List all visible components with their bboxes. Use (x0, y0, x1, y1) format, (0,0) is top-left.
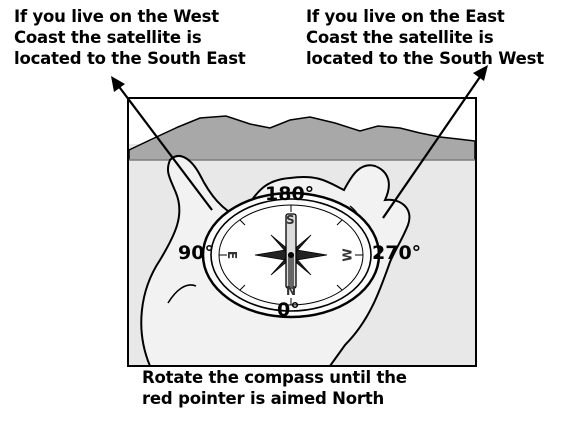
west-coast-caption: If you live on the West Coast the satell… (14, 6, 246, 69)
direction-letter-right: W (342, 248, 354, 261)
east-coast-caption: If you live on the East Coast the satell… (306, 6, 544, 69)
degree-label-top: 180° (265, 184, 314, 204)
caption-line: located to the South East (14, 48, 246, 69)
caption-line: located to the South West (306, 48, 544, 69)
degree-label-right: 270° (372, 243, 421, 263)
caption-line: Coast the satellite is (306, 27, 544, 48)
instruction-caption: Rotate the compass until the red pointer… (142, 367, 407, 409)
direction-letter-left: E (226, 251, 238, 259)
direction-letter-bottom: N (286, 285, 296, 297)
degree-label-bottom: 0° (277, 300, 300, 320)
direction-letter-top: S (286, 214, 295, 226)
caption-line: If you live on the East (306, 6, 544, 27)
degree-label-left: 90° (178, 243, 214, 263)
caption-line: Rotate the compass until the (142, 367, 407, 388)
caption-line: If you live on the West (14, 6, 246, 27)
caption-line: Coast the satellite is (14, 27, 246, 48)
caption-line: red pointer is aimed North (142, 388, 407, 409)
